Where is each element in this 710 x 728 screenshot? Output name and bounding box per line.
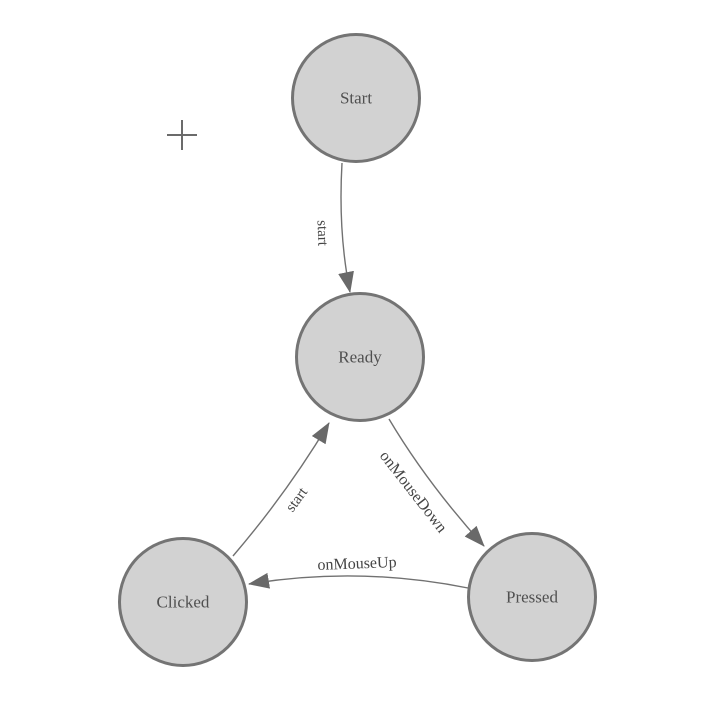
state-label-ready: Ready — [338, 348, 382, 367]
state-circle-clicked[interactable] — [118, 537, 248, 667]
edge-ready-to-pressed[interactable] — [388, 418, 485, 547]
edge-clicked-to-ready[interactable] — [232, 422, 330, 557]
state-label-clicked: Clicked — [157, 593, 210, 612]
state-circle-ready[interactable] — [295, 292, 425, 422]
edge-label-pressed-to-clicked: onMouseUp — [317, 554, 397, 574]
edge-label-clicked-to-ready: start — [283, 484, 312, 515]
state-node-ready[interactable]: Ready — [295, 292, 425, 422]
state-node-start[interactable]: Start — [291, 33, 421, 163]
crosshair-plus-icon — [167, 120, 197, 150]
state-label-pressed: Pressed — [506, 588, 558, 607]
edge-pressed-to-clicked[interactable] — [248, 572, 469, 589]
state-label-start: Start — [340, 89, 372, 108]
edge-start-to-ready[interactable] — [338, 162, 354, 293]
state-circle-pressed[interactable] — [467, 532, 597, 662]
state-node-pressed[interactable]: Pressed — [467, 532, 597, 662]
state-circle-start[interactable] — [291, 33, 421, 163]
state-node-clicked[interactable]: Clicked — [118, 537, 248, 667]
edge-label-start-to-ready: start — [314, 220, 331, 247]
